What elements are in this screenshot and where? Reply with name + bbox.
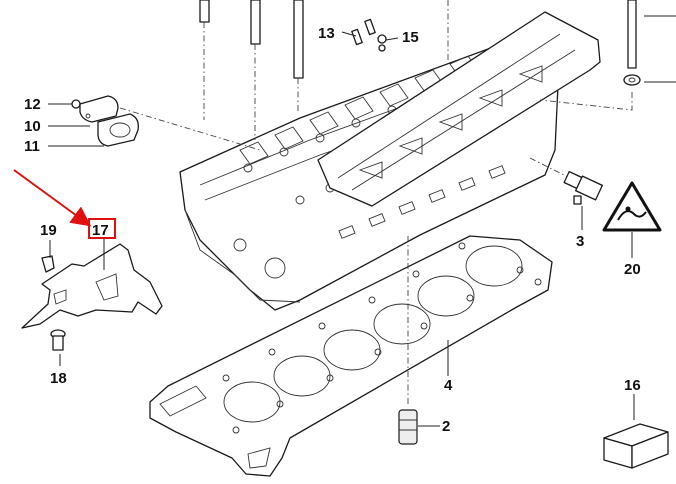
washer-top-right: [623, 74, 641, 86]
highlight-arrow: [13, 169, 92, 227]
callout-12: 12: [24, 96, 41, 113]
callout-19: 19: [40, 222, 57, 239]
dowel-sleeve-2: [398, 236, 418, 445]
bracket-17: [21, 243, 163, 329]
head-stud-bolts: [199, 0, 637, 140]
temperature-sensor-3: [529, 157, 604, 205]
bolts-13-15: [351, 18, 387, 52]
callout-2: 2: [442, 418, 450, 435]
callout-18: 18: [50, 370, 67, 387]
cover-plate-10-11-12: [71, 95, 261, 151]
callout-3: 3: [576, 233, 584, 250]
callout-10: 10: [24, 118, 41, 135]
leader-lines: [48, 15, 676, 427]
callout-15: 15: [402, 29, 419, 46]
callout-labels: 13 15 12 10 11 19 17 18 3 20 4 2 16: [24, 25, 641, 435]
callout-13: 13: [318, 25, 335, 42]
bolt-18: [50, 329, 66, 351]
callout-17: 17: [92, 222, 109, 239]
callout-16: 16: [624, 377, 641, 394]
warning-triangle-20-icon: [602, 181, 662, 232]
clip-19: [41, 255, 55, 273]
callout-20: 20: [624, 261, 641, 278]
head-gasket-4: [149, 235, 553, 477]
cylinder-head: [179, 11, 601, 311]
callout-4: 4: [444, 377, 453, 394]
callout-11: 11: [24, 138, 40, 155]
gasket-set-box-16: [603, 423, 669, 469]
highlight-box-17: [88, 218, 116, 239]
